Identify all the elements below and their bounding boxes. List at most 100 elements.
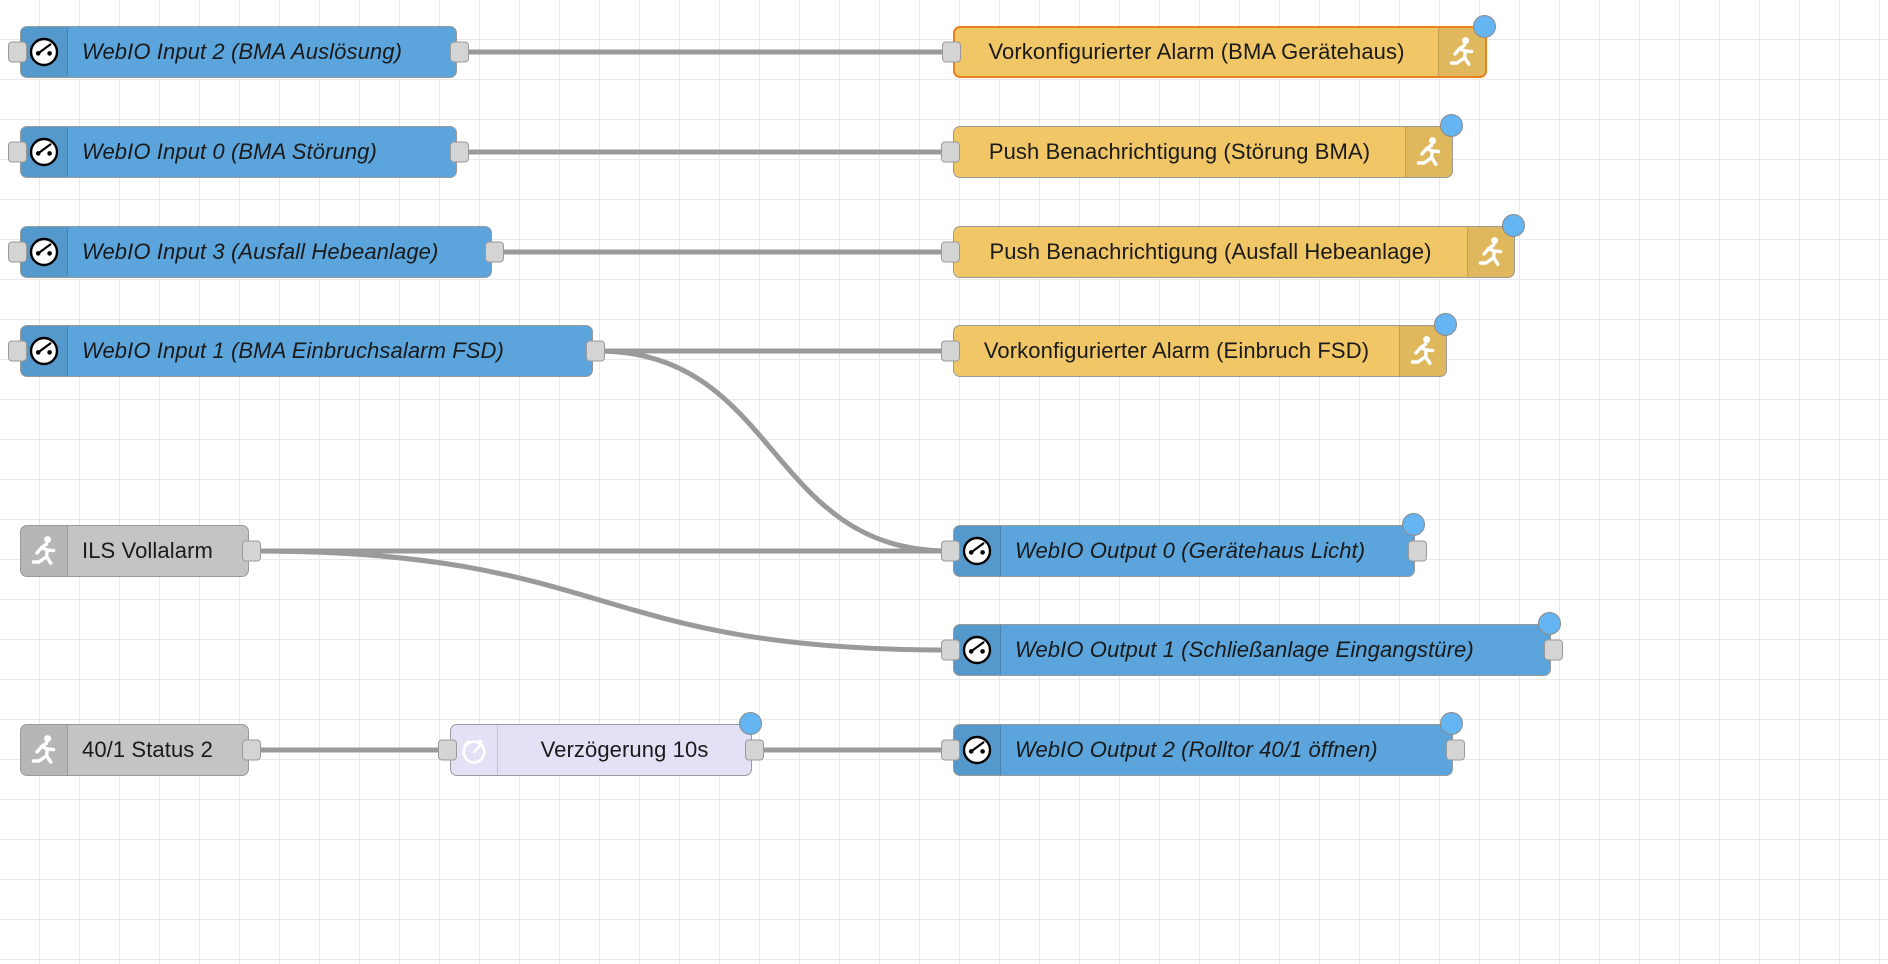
input-port[interactable] [8, 41, 27, 63]
status-badge[interactable] [1473, 15, 1496, 38]
status-badge[interactable] [1402, 513, 1425, 536]
node-in3[interactable]: WebIO Input 3 (Ausfall Hebeanlage) [8, 226, 504, 278]
input-port[interactable] [8, 340, 27, 362]
icon-tray [21, 27, 68, 77]
input-port[interactable] [941, 639, 960, 661]
input-port[interactable] [941, 739, 960, 761]
running-person-icon [31, 536, 56, 565]
status-badge[interactable] [1502, 214, 1525, 237]
node-label: WebIO Output 0 (Gerätehaus Licht) [1015, 538, 1366, 563]
node-body: WebIO Input 0 (BMA Störung) [21, 127, 456, 177]
output-port[interactable] [586, 340, 605, 362]
wire-ils-vollalarm-to-out1[interactable] [250, 548, 952, 653]
node-label: Verzögerung 10s [540, 737, 709, 762]
input-port[interactable] [8, 241, 27, 263]
running-person-icon [1416, 137, 1441, 166]
icon-tray [21, 127, 68, 177]
node-body: Verzögerung 10s [451, 725, 751, 775]
switch-relay-icon [29, 237, 59, 267]
node-label: WebIO Input 0 (BMA Störung) [82, 139, 377, 164]
node-label: WebIO Output 2 (Rolltor 40/1 öffnen) [1015, 737, 1378, 762]
output-port[interactable] [485, 241, 504, 263]
running-person-icon [1478, 237, 1503, 266]
node-notify-einbruch-fsd[interactable]: Vorkonfigurierter Alarm (Einbruch FSD) [941, 313, 1457, 377]
input-port[interactable] [941, 141, 960, 163]
status-badge[interactable] [1434, 313, 1457, 336]
node-notify-bma-geraetehaus[interactable]: Vorkonfigurierter Alarm (BMA Gerätehaus) [942, 15, 1496, 78]
icon-tray [1399, 326, 1446, 376]
running-person-icon [31, 735, 56, 764]
node-body: ILS Vollalarm [21, 526, 248, 576]
node-label: 40/1 Status 2 [82, 737, 213, 762]
node-label: Push Benachrichtigung (Ausfall Hebeanlag… [989, 239, 1432, 264]
node-label: Vorkonfigurierter Alarm (Einbruch FSD) [983, 338, 1370, 363]
node-out2[interactable]: WebIO Output 2 (Rolltor 40/1 öffnen) [941, 712, 1465, 776]
node-body: WebIO Input 2 (BMA Auslösung) [21, 27, 456, 77]
node-body: WebIO Input 3 (Ausfall Hebeanlage) [21, 227, 491, 277]
switch-relay-icon [29, 336, 59, 366]
node-in2[interactable]: WebIO Input 2 (BMA Auslösung) [8, 26, 469, 78]
input-port[interactable] [942, 41, 961, 63]
node-body: WebIO Output 0 (Gerätehaus Licht) [954, 526, 1414, 576]
input-port[interactable] [941, 540, 960, 562]
icon-tray [954, 625, 1001, 675]
node-in1[interactable]: WebIO Input 1 (BMA Einbruchsalarm FSD) [8, 325, 605, 377]
running-person-icon [1410, 336, 1435, 365]
wire-in1-to-out0[interactable] [594, 348, 952, 554]
node-label: WebIO Output 1 (Schließanlage Eingangstü… [1015, 637, 1474, 662]
switch-relay-icon [29, 37, 59, 67]
node-ils-vollalarm[interactable]: ILS Vollalarm [20, 525, 261, 577]
status-badge[interactable] [1440, 712, 1463, 735]
node-body: Vorkonfigurierter Alarm (Einbruch FSD) [954, 326, 1446, 376]
node-body: 40/1 Status 2 [21, 725, 248, 775]
switch-relay-icon [962, 536, 992, 566]
node-status-40-1-2[interactable]: 40/1 Status 2 [20, 724, 261, 776]
node-in0[interactable]: WebIO Input 0 (BMA Störung) [8, 126, 469, 178]
switch-relay-icon [29, 137, 59, 167]
icon-tray [954, 725, 1001, 775]
node-body: WebIO Input 1 (BMA Einbruchsalarm FSD) [21, 326, 592, 376]
input-port[interactable] [8, 141, 27, 163]
node-body: WebIO Output 2 (Rolltor 40/1 öffnen) [954, 725, 1452, 775]
switch-relay-icon [962, 735, 992, 765]
icon-tray [21, 326, 68, 376]
icon-tray [21, 227, 68, 277]
node-body: WebIO Output 1 (Schließanlage Eingangstü… [954, 625, 1550, 675]
node-label: WebIO Input 2 (BMA Auslösung) [82, 39, 403, 64]
icon-tray [451, 725, 498, 775]
node-delay-10s[interactable]: Verzögerung 10s [438, 712, 764, 776]
input-port[interactable] [941, 340, 960, 362]
node-out1[interactable]: WebIO Output 1 (Schließanlage Eingangstü… [941, 612, 1563, 676]
node-label: Push Benachrichtigung (Störung BMA) [988, 139, 1371, 164]
node-label: WebIO Input 3 (Ausfall Hebeanlage) [82, 239, 439, 264]
node-notify-ausfall-hebeanlage[interactable]: Push Benachrichtigung (Ausfall Hebeanlag… [941, 214, 1525, 278]
node-label: WebIO Input 1 (BMA Einbruchsalarm FSD) [82, 338, 504, 363]
input-port[interactable] [941, 241, 960, 263]
status-badge[interactable] [739, 712, 762, 735]
node-out0[interactable]: WebIO Output 0 (Gerätehaus Licht) [941, 513, 1427, 577]
switch-relay-icon [962, 635, 992, 665]
output-port[interactable] [1408, 540, 1427, 562]
node-label: Vorkonfigurierter Alarm (BMA Gerätehaus) [988, 39, 1405, 64]
status-badge[interactable] [1440, 114, 1463, 137]
icon-tray [21, 725, 68, 775]
output-port[interactable] [745, 739, 764, 761]
input-port[interactable] [438, 739, 457, 761]
output-port[interactable] [450, 141, 469, 163]
status-badge[interactable] [1538, 612, 1561, 635]
node-body: Vorkonfigurierter Alarm (BMA Gerätehaus) [955, 28, 1485, 76]
running-person-icon [1449, 37, 1474, 66]
node-notify-stoerung-bma[interactable]: Push Benachrichtigung (Störung BMA) [941, 114, 1463, 178]
icon-tray [954, 526, 1001, 576]
icon-tray [1467, 227, 1514, 277]
node-body: Push Benachrichtigung (Störung BMA) [954, 127, 1452, 177]
output-port[interactable] [242, 540, 261, 562]
node-label: ILS Vollalarm [82, 538, 213, 563]
output-port[interactable] [450, 41, 469, 63]
output-port[interactable] [1544, 639, 1563, 661]
node-body: Push Benachrichtigung (Ausfall Hebeanlag… [954, 227, 1514, 277]
output-port[interactable] [242, 739, 261, 761]
output-port[interactable] [1446, 739, 1465, 761]
icon-tray [1405, 127, 1452, 177]
